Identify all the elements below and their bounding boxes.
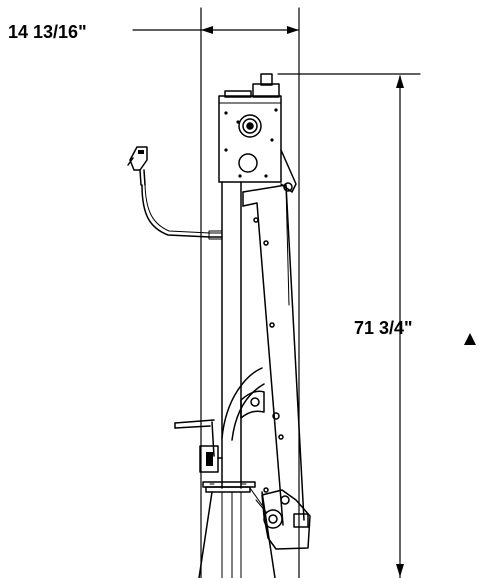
boom-holes — [253, 217, 284, 440]
height-dimension-label: 71 3/4" — [354, 318, 413, 338]
crank-handle — [174, 419, 223, 473]
height-dimension — [277, 73, 421, 578]
mast — [221, 181, 242, 489]
boom-arm — [242, 184, 305, 526]
lift-cylinder-curve — [221, 367, 280, 441]
gearbox-circle — [238, 153, 258, 173]
pendant-control — [127, 146, 148, 186]
width-dimension-label: 14 13/16" — [8, 22, 87, 42]
base-pedestal — [198, 491, 276, 578]
winch-drum — [238, 114, 262, 138]
base-collar — [202, 481, 256, 493]
hook-block — [249, 487, 311, 550]
triangle-up-icon — [464, 333, 476, 345]
housing-bolts — [224, 108, 278, 178]
height-label-background — [345, 312, 395, 340]
winch-housing — [218, 73, 282, 183]
control-cable — [141, 184, 223, 240]
width-dimension — [132, 7, 300, 578]
